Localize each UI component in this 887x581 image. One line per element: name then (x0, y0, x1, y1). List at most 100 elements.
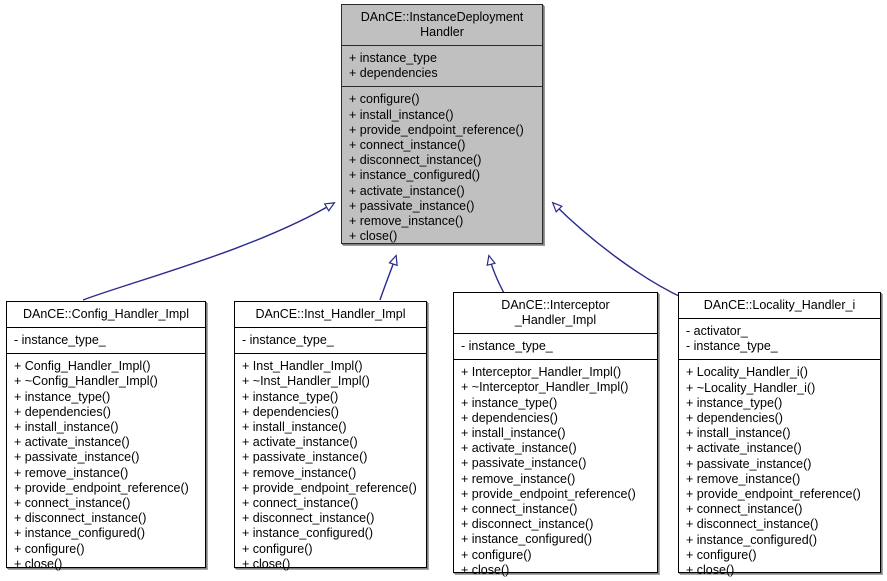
class-attributes: - instance_type_ (235, 328, 426, 353)
operation-row: + remove_instance() (461, 471, 576, 486)
operation-row: + provide_endpoint_reference() (461, 486, 636, 501)
operation-row: + close() (686, 563, 735, 578)
operation-row: + connect_instance() (686, 502, 803, 517)
class-name: DAnCE::Locality_Handler_i (703, 298, 856, 312)
class-name: DAnCE::Inst_Handler_Impl (255, 307, 406, 321)
class-box-inst-handler-impl[interactable]: DAnCE::Inst_Handler_Impl - instance_type… (234, 301, 427, 571)
operation-row: + instance_configured() (349, 168, 480, 183)
class-separator (235, 353, 426, 355)
operation-row: + install_instance() (242, 420, 347, 435)
class-separator (342, 86, 542, 88)
operation-row: + disconnect_instance() (349, 153, 482, 168)
edge-inst-handler (379, 254, 398, 301)
class-attributes: - instance_type_ (454, 334, 657, 359)
operation-row: + passivate_instance() (461, 456, 587, 471)
operation-row: + instance_configured() (242, 526, 373, 541)
operation-row: + install_instance() (349, 107, 454, 122)
attribute-row: - instance_type_ (686, 339, 778, 354)
class-separator (679, 359, 880, 361)
operation-row: + connect_instance() (242, 496, 359, 511)
operation-row: + activate_instance() (461, 441, 577, 456)
operation-row: + close() (14, 556, 63, 571)
operation-row: + remove_instance() (14, 465, 129, 480)
edge-config-handler (82, 201, 336, 301)
operation-row: + Config_Handler_Impl() (14, 359, 151, 374)
class-name: DAnCE::InstanceDeployment Handler (360, 10, 524, 39)
operation-row: + dependencies() (461, 410, 558, 425)
class-separator (454, 359, 657, 361)
operation-row: + ~Locality_Handler_i() (686, 380, 816, 395)
operation-row: + remove_instance() (242, 465, 357, 480)
operation-row: + instance_configured() (686, 532, 817, 547)
class-box-instance-deployment-handler[interactable]: DAnCE::InstanceDeployment Handler + inst… (341, 4, 543, 244)
class-operations: + Inst_Handler_Impl()+ ~Inst_Handler_Imp… (235, 354, 426, 577)
operation-row: + activate_instance() (242, 435, 358, 450)
operation-row: + Inst_Handler_Impl() (242, 359, 363, 374)
class-separator (454, 333, 657, 334)
attribute-row: - instance_type_ (14, 333, 106, 347)
operation-row: + ~Config_Handler_Impl() (14, 374, 158, 389)
operation-row: + close() (461, 562, 510, 577)
class-operations: + configure()+ install_instance()+ provi… (342, 87, 542, 249)
class-separator (7, 353, 205, 355)
class-box-locality-handler-i[interactable]: DAnCE::Locality_Handler_i - activator_- … (678, 292, 881, 577)
operation-row: + connect_instance() (14, 496, 131, 511)
operation-row: + provide_endpoint_reference() (349, 122, 524, 137)
operation-row: + connect_instance() (349, 138, 466, 153)
operation-row: + activate_instance() (686, 441, 802, 456)
operation-row: + passivate_instance() (349, 198, 475, 213)
operation-row: + remove_instance() (686, 471, 801, 486)
class-separator (679, 318, 880, 319)
operation-row: + provide_endpoint_reference() (14, 480, 189, 495)
operation-row: + provide_endpoint_reference() (686, 487, 861, 502)
attribute-row: - activator_ (686, 324, 748, 338)
operation-row: + ~Inst_Handler_Impl() (242, 374, 370, 389)
operation-row: + close() (349, 229, 398, 244)
attribute-row: + dependencies (349, 66, 438, 81)
operation-row: + dependencies() (686, 411, 783, 426)
operation-row: + Interceptor_Handler_Impl() (461, 365, 622, 380)
class-attributes: - instance_type_ (7, 328, 205, 353)
class-box-config-handler-impl[interactable]: DAnCE::Config_Handler_Impl - instance_ty… (6, 301, 206, 571)
operation-row: + passivate_instance() (14, 450, 140, 465)
operation-row: + install_instance() (686, 426, 791, 441)
class-operations: + Locality_Handler_i()+ ~Locality_Handle… (679, 360, 880, 581)
operation-row: + disconnect_instance() (14, 511, 147, 526)
class-name: DAnCE::Config_Handler_Impl (22, 307, 190, 321)
class-separator (235, 327, 426, 328)
operation-row: + activate_instance() (349, 183, 465, 198)
operation-row: + Locality_Handler_i() (686, 365, 808, 380)
operation-row: + close() (242, 556, 291, 571)
operation-row: + configure() (14, 541, 85, 556)
edge-locality-handler (551, 201, 684, 299)
operation-row: + provide_endpoint_reference() (242, 480, 417, 495)
operation-row: + dependencies() (14, 404, 111, 419)
class-box-interceptor-handler-impl[interactable]: DAnCE::Interceptor _Handler_Impl - insta… (453, 292, 658, 577)
operation-row: + instance_type() (14, 389, 111, 404)
class-separator (342, 45, 542, 46)
operation-row: + instance_type() (242, 389, 339, 404)
operation-row: + ~Interceptor_Handler_Impl() (461, 380, 629, 395)
operation-row: + configure() (461, 547, 532, 562)
operation-row: + configure() (242, 541, 313, 556)
operation-row: + instance_configured() (14, 526, 145, 541)
operation-row: + configure() (349, 92, 420, 107)
operation-row: + remove_instance() (349, 214, 464, 229)
operation-row: + passivate_instance() (686, 456, 812, 471)
attribute-row: - instance_type_ (242, 333, 334, 347)
attribute-row: + instance_type (349, 51, 437, 65)
class-separator (7, 327, 205, 328)
operation-row: + instance_type() (461, 395, 558, 410)
operation-row: + disconnect_instance() (461, 517, 594, 532)
operation-row: + disconnect_instance() (686, 517, 819, 532)
class-name: DAnCE::Interceptor _Handler_Impl (501, 298, 610, 327)
operation-row: + install_instance() (14, 420, 119, 435)
edge-interceptor-handler (486, 254, 506, 296)
operation-row: + instance_configured() (461, 532, 592, 547)
class-operations: + Config_Handler_Impl()+ ~Config_Handler… (7, 354, 205, 577)
operation-row: + configure() (686, 547, 757, 562)
operation-row: + dependencies() (242, 404, 339, 419)
attribute-row: - instance_type_ (461, 339, 553, 353)
class-attributes: + instance_type+ dependencies (342, 46, 542, 86)
